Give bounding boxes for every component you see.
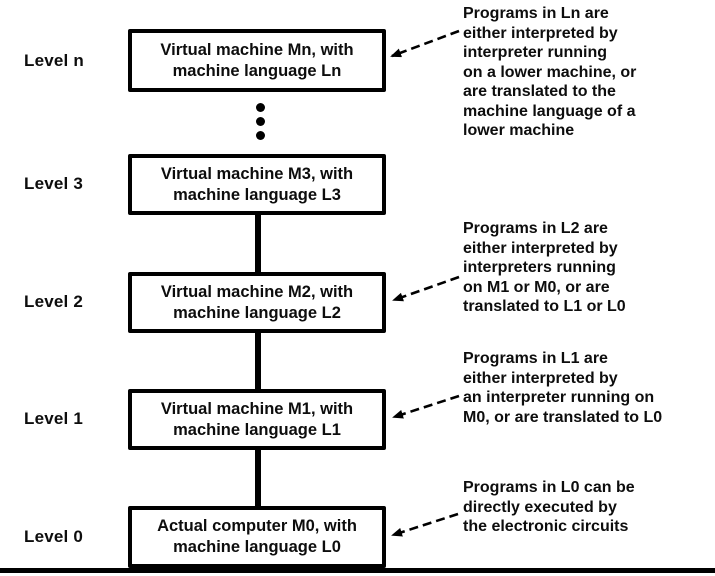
machine-box-2: Virtual machine M2, with machine languag…	[128, 272, 386, 333]
machine-box-n-text: Virtual machine Mn, with machine languag…	[160, 40, 354, 80]
annotation-arrow-level-2	[392, 275, 460, 302]
connector-line-3-2	[255, 213, 261, 274]
level-label-1: Level 1	[24, 409, 84, 428]
level-label-0: Level 0	[24, 527, 84, 546]
annotation-arrow-level-n	[390, 29, 460, 58]
connector-line-1-0	[255, 448, 261, 508]
level-label-2: Level 2	[24, 292, 84, 311]
annotation-level-0: Programs in L0 can be directly executed …	[463, 479, 635, 535]
machine-box-0: Actual computer M0, with machine languag…	[128, 506, 386, 568]
annotation-level-n: Programs in Ln are either interpreted by…	[463, 5, 637, 139]
machine-box-2-text: Virtual machine M2, with machine languag…	[160, 282, 354, 322]
annotation-level-1: Programs in L1 are either interpreted by…	[463, 350, 663, 426]
ellipsis-dot	[256, 131, 265, 140]
ellipsis-dot	[256, 117, 265, 126]
machine-box-1: Virtual machine M1, with machine languag…	[128, 389, 386, 450]
machine-box-n: Virtual machine Mn, with machine languag…	[128, 29, 386, 92]
level-label-n: Level n	[24, 51, 84, 70]
bottom-rule	[0, 568, 715, 573]
annotation-arrow-level-1	[392, 394, 460, 419]
machine-box-3-text: Virtual machine M3, with machine languag…	[160, 164, 354, 204]
machine-box-1-text: Virtual machine M1, with machine languag…	[160, 399, 354, 439]
machine-box-0-text: Actual computer M0, with machine languag…	[157, 517, 357, 556]
ellipsis-dot	[256, 103, 265, 112]
level-label-3: Level 3	[24, 174, 84, 193]
annotation-arrow-level-0	[391, 512, 459, 537]
machine-box-3: Virtual machine M3, with machine languag…	[128, 154, 386, 215]
annotation-level-2: Programs in L2 are either interpreted by…	[463, 220, 626, 315]
connector-line-2-1	[255, 331, 261, 391]
